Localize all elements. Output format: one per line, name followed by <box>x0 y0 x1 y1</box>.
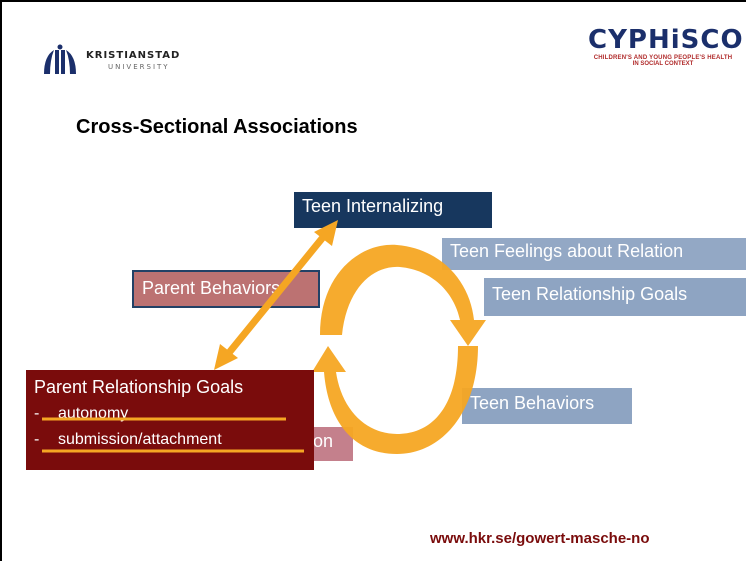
kristianstad-logo-icon <box>44 44 76 74</box>
kristianstad-logo: KRISTIANSTAD UNIVERSITY <box>40 44 180 78</box>
footer-url[interactable]: www.hkr.se/gowert-masche-no <box>430 530 650 547</box>
teen-internalizing-box: Teen Internalizing <box>294 192 492 228</box>
parent-goal-text: autonomy <box>58 405 129 422</box>
teen-goals-box: Teen Relationship Goals <box>484 278 746 316</box>
page-title: Cross-Sectional Associations <box>76 116 358 138</box>
cyphisco-logo: CYPHiSCO CHILDREN'S AND YOUNG PEOPLE'S H… <box>588 25 744 67</box>
parent-goal-text: submission/attachment <box>58 431 222 448</box>
parent-goals-box: Parent Relationship Goals - autonomy - s… <box>26 370 314 470</box>
cyphisco-name: CYPHiSCO <box>588 25 744 55</box>
parent-goal-item: - autonomy <box>34 404 306 424</box>
parent-goals-title: Parent Relationship Goals <box>34 377 244 397</box>
cyphisco-sub1: CHILDREN'S AND YOUNG PEOPLE'S HEALTH <box>593 55 733 61</box>
arrow-head-down-icon <box>214 344 238 370</box>
cyphisco-sub2: IN SOCIAL CONTEXT <box>632 61 694 67</box>
kristianstad-name: KRISTIANSTAD <box>86 50 181 61</box>
parent-goal-dash: - <box>34 405 40 422</box>
teen-behaviors-box: Teen Behaviors <box>462 388 632 424</box>
teen-feelings-box: Teen Feelings about Relation <box>442 238 746 270</box>
parent-goal-dash: - <box>34 431 40 448</box>
parent-goal-item: - submission/attachment <box>34 430 306 450</box>
kristianstad-sub: UNIVERSITY <box>108 63 170 71</box>
parent-behaviors-box: Parent Behaviors <box>132 270 320 308</box>
